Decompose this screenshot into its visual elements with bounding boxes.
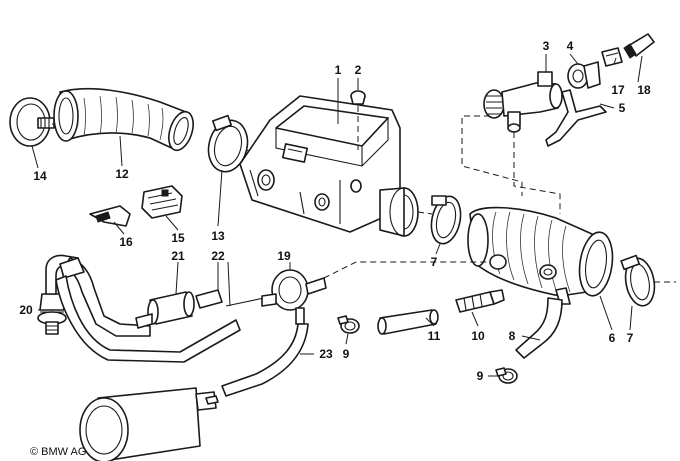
plug-18 [623, 33, 655, 59]
axis-line-1-7 [417, 211, 433, 215]
clamp-9-bottom [495, 367, 518, 384]
callout-8: 8 [509, 329, 516, 343]
callout-1: 1 [335, 63, 342, 77]
callout-11: 11 [428, 329, 441, 343]
dashed-route-valve-2 [513, 132, 561, 214]
temp-switch-20 [37, 293, 67, 335]
callout-15: 15 [171, 231, 185, 245]
hose-line-22 [225, 297, 265, 307]
callout-7-right: 7 [627, 331, 634, 345]
holder-ring-4 [567, 61, 601, 89]
fitting-10 [455, 289, 505, 313]
small-boot-16 [89, 205, 131, 227]
callout-7-left: 7 [431, 255, 438, 269]
callout-3: 3 [543, 39, 550, 53]
callout-5: 5 [619, 101, 626, 115]
bent-hose-8 [515, 297, 563, 359]
dashed-route-hose [323, 261, 490, 279]
filter-21 [135, 291, 195, 329]
callout-2: 2 [355, 63, 362, 77]
dashed-route-valve [461, 115, 523, 196]
callout-18: 18 [637, 83, 651, 97]
hose-clamp-7-right [620, 254, 656, 307]
cap-2 [350, 90, 366, 105]
callout-4: 4 [567, 39, 574, 53]
vacuum-hoses [45, 254, 241, 363]
callout-23: 23 [319, 347, 333, 361]
hose-11 [377, 309, 439, 335]
callout-20: 20 [19, 303, 33, 317]
clamp-9-left [337, 315, 360, 334]
callout-9-left: 9 [343, 347, 350, 361]
rubber-boot-12 [53, 87, 194, 152]
vacuum-hose-23 [221, 323, 309, 397]
callout-9-bottom: 9 [477, 369, 484, 383]
callout-6: 6 [609, 331, 616, 345]
callout-21: 21 [171, 249, 185, 263]
idle-valve-3 [483, 71, 563, 133]
air-flow-meter-1 [239, 95, 419, 237]
callout-16: 16 [119, 235, 133, 249]
intake-bellows-6 [467, 206, 614, 305]
hose-piece-22 [195, 289, 223, 309]
leader-lines [31, 53, 643, 377]
callout-12: 12 [115, 167, 129, 181]
bracket-5 [545, 89, 607, 147]
canister [79, 387, 219, 461]
callout-13: 13 [211, 229, 225, 243]
callout-19: 19 [277, 249, 291, 263]
hose-clamp-14 [9, 97, 55, 147]
callout-14: 14 [33, 169, 47, 183]
connector-15 [141, 185, 183, 219]
hose-clamp-7-left [430, 195, 462, 245]
vacuum-valve-19 [261, 269, 327, 325]
clip-17 [601, 47, 623, 67]
hose-clamp-13 [207, 114, 249, 173]
copyright-notice: © BMW AG [30, 446, 86, 458]
callout-17: 17 [611, 83, 625, 97]
callout-22: 22 [211, 249, 225, 263]
callout-10: 10 [471, 329, 485, 343]
